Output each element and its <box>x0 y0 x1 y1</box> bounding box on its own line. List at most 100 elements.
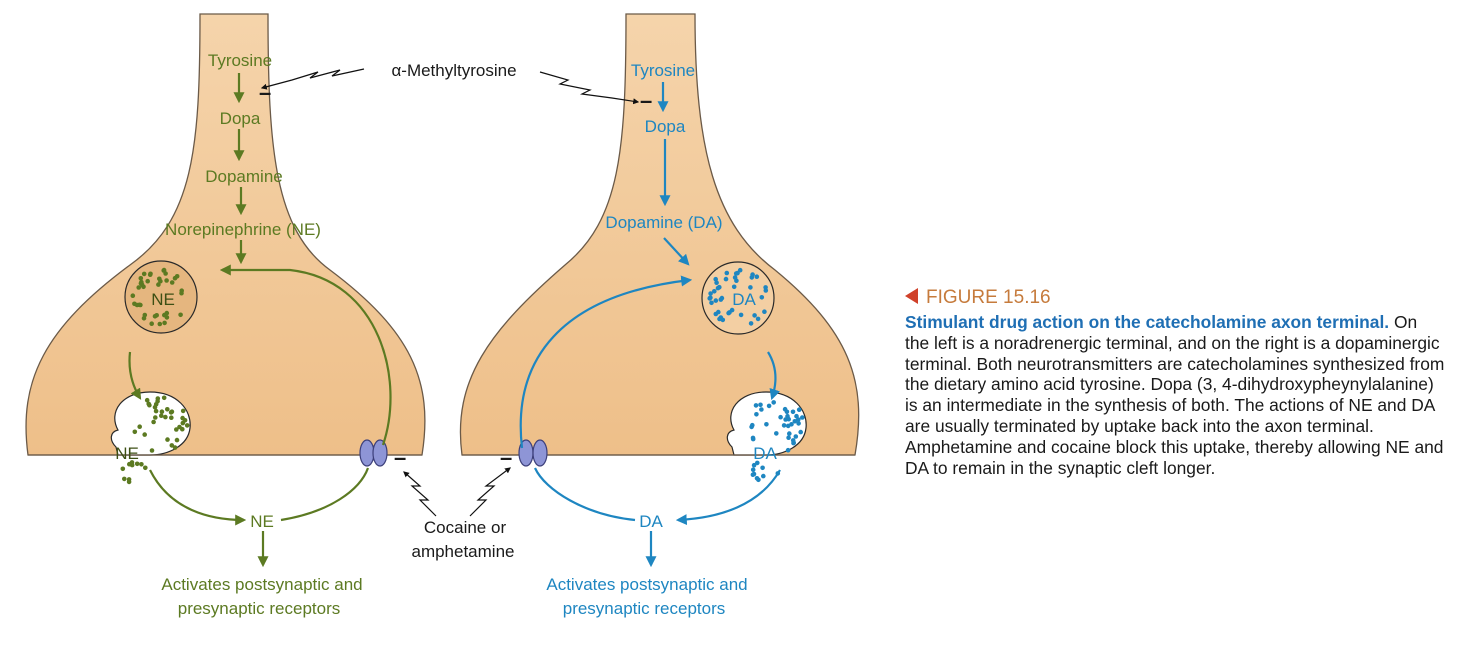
ne-released-dot <box>142 432 147 437</box>
ne-released-dot <box>165 407 170 412</box>
da-molecule-dot <box>762 309 767 315</box>
da-to-vesicle-arrow <box>663 237 690 266</box>
da-molecule-dot <box>713 276 718 282</box>
da-cleft-label: DA <box>639 512 663 531</box>
ne-molecule-dot <box>178 312 183 318</box>
ne-released-dot <box>159 409 165 415</box>
cocaine-label-line-1: Cocaine or <box>424 518 507 537</box>
da-cleft-dot <box>755 460 760 466</box>
da-cleft-return-arrow <box>533 467 636 522</box>
da-cleft-dot <box>750 467 756 473</box>
da-vesicle-transport-arrow <box>767 351 780 401</box>
ne-cleft-dot <box>129 460 135 465</box>
ne-released-dot <box>144 397 150 403</box>
da-molecule-dot <box>714 280 719 286</box>
ne-molecule-dot <box>179 290 184 296</box>
ne-pathway-tyrosine: Tyrosine <box>208 51 272 70</box>
da-cleft-dot <box>761 473 766 479</box>
da-release-arrow <box>675 469 781 526</box>
ne-released-dot <box>153 408 159 414</box>
ne-released-dot <box>184 423 190 428</box>
figure-caption: FIGURE 15.16 Stimulant drug action on th… <box>905 287 1445 478</box>
minus-sign-tyrosine-right: – <box>640 88 652 113</box>
da-molecule-dot <box>709 300 714 306</box>
ne-release-arrow <box>149 469 247 526</box>
ne-molecule-dot <box>154 313 159 318</box>
da-molecule-dot <box>759 295 765 300</box>
ne-molecule-dot <box>149 321 154 327</box>
da-cleft-dot <box>751 471 757 477</box>
da-molecule-dot <box>729 307 735 313</box>
ne-molecule-dot <box>134 302 140 308</box>
da-molecule-dot <box>717 316 722 322</box>
caption-title: Stimulant drug action on the catecholami… <box>905 312 1390 332</box>
da-cleft-dot <box>751 462 757 468</box>
da-molecule-dot <box>750 272 755 277</box>
ne-molecule-dot <box>157 321 163 327</box>
ne-released-dot <box>147 402 152 408</box>
ne-molecule-dot <box>138 276 144 281</box>
caption-body: Stimulant drug action on the catecholami… <box>905 312 1445 478</box>
ne-molecule-dot <box>138 302 143 308</box>
ne-released-dot <box>153 415 158 420</box>
da-released-dot <box>781 423 787 428</box>
da-cleft-dot <box>756 477 761 483</box>
ne-cleft-dot <box>120 466 126 472</box>
ne-effect-line-1: Activates postsynaptic and <box>161 575 362 594</box>
da-released-dot <box>798 429 803 435</box>
da-molecule-dot <box>715 285 721 291</box>
ne-cleft-return-arrow <box>280 467 370 522</box>
ne-released-dot <box>137 424 142 430</box>
da-effect-line-2: presynaptic receptors <box>563 599 726 618</box>
ne-molecule-dot <box>164 278 169 283</box>
da-molecule-dot <box>737 267 743 273</box>
ne-cleft-dot <box>122 476 127 482</box>
da-molecule-dot <box>708 291 713 296</box>
ne-released-dot <box>169 415 174 421</box>
ne-released-dot <box>169 409 175 415</box>
ne-released-dot <box>152 405 158 410</box>
ne-pathway-dopamine: Dopamine <box>205 167 283 186</box>
da-vesicle-label: DA <box>732 290 756 309</box>
ne-molecule-dot <box>158 278 163 284</box>
da-effect-line-1: Activates postsynaptic and <box>546 575 747 594</box>
ne-released-dot <box>149 448 155 453</box>
ne-released-dot <box>151 419 156 425</box>
da-pathway-dopamine: Dopamine (DA) <box>605 213 722 232</box>
da-molecule-dot <box>723 276 729 282</box>
da-released-dot <box>766 403 772 409</box>
figure-number: FIGURE 15.16 <box>926 287 1051 308</box>
da-released-dot <box>786 435 791 441</box>
da-released-dot <box>793 434 799 439</box>
ne-vesicle-transport-arrow <box>128 351 142 400</box>
methyltyrosine-label: α-Methyltyrosine <box>391 61 516 80</box>
da-released-dot <box>782 406 788 412</box>
ne-reuptake-transporter <box>359 439 388 467</box>
methyltyrosine-block-right <box>539 71 640 105</box>
da-released-dot <box>750 422 755 428</box>
da-molecule-dot <box>724 270 730 276</box>
ne-molecule-dot <box>141 271 147 277</box>
da-released-dot <box>758 402 763 408</box>
dopaminergic-terminal <box>459 13 860 456</box>
caption-text: On the left is a noradrenergic terminal,… <box>905 312 1445 478</box>
da-released-dot <box>754 412 759 417</box>
da-released-dot <box>786 416 791 422</box>
ne-released-dot <box>163 414 168 420</box>
ne-released-dot <box>161 395 167 401</box>
minus-sign-transporter-left: – <box>394 445 406 470</box>
ne-fusing-vesicle <box>110 391 191 456</box>
da-molecule-dot <box>731 284 737 290</box>
ne-released-dot <box>159 413 164 419</box>
da-released-dot <box>796 421 801 426</box>
da-molecule-dot <box>748 285 753 290</box>
da-released-dot <box>753 403 759 408</box>
ne-released-dot <box>169 443 175 448</box>
ne-molecule-dot <box>142 312 148 318</box>
ne-molecule-dot <box>145 278 150 284</box>
catecholamine-terminal-diagram: Tyrosine Dopa Dopamine Norepinephrine (N… <box>25 13 860 618</box>
ne-released-label: NE <box>115 444 139 463</box>
da-released-dot <box>796 407 802 413</box>
ne-reuptake-loop <box>219 264 392 446</box>
da-released-dot <box>790 409 796 415</box>
